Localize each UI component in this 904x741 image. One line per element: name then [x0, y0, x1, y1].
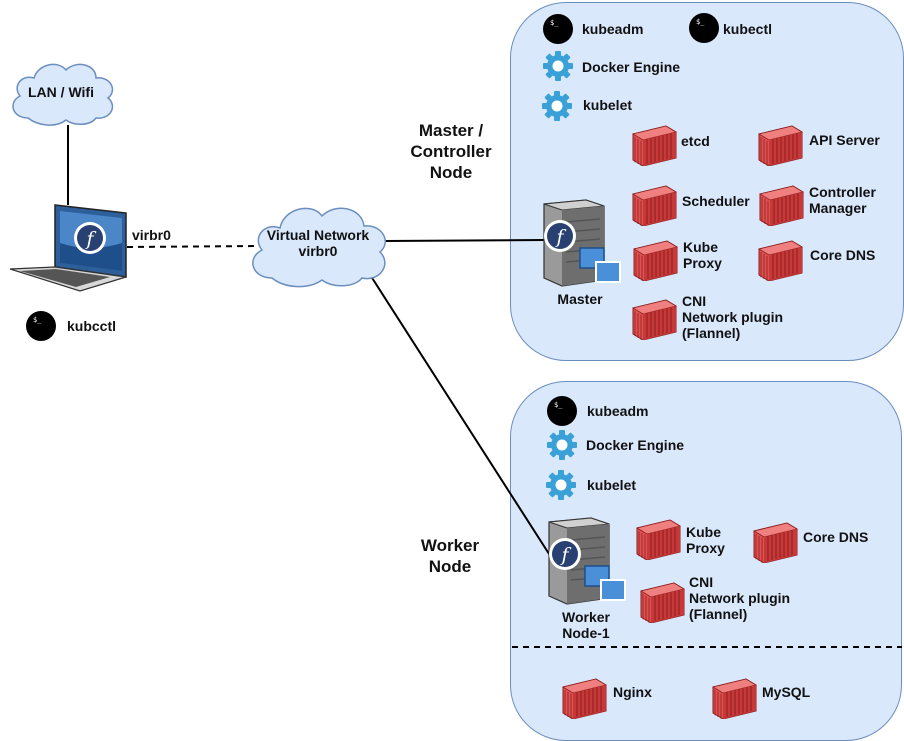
api-server-label: API Server	[809, 132, 880, 148]
svg-text:f: f	[559, 544, 571, 566]
api-server-container-icon	[757, 125, 804, 166]
worker-node-title: Worker Node	[420, 536, 480, 576]
svg-text:f: f	[84, 228, 96, 250]
master-core-dns-label: Core DNS	[810, 247, 876, 263]
mysql-container-icon	[711, 678, 758, 719]
nginx-label: Nginx	[613, 684, 652, 700]
worker-core-dns-label: Core DNS	[803, 529, 869, 545]
worker-docker-engine-gear-icon	[547, 430, 577, 460]
laptop-tool-label: kubcctl	[67, 318, 117, 334]
scheduler-container-icon	[631, 185, 678, 226]
worker-kubelet-gear-icon	[546, 470, 576, 500]
laptop-link-label: virbr0	[132, 227, 171, 243]
worker-kube-proxy-label: Kube Proxy	[686, 524, 725, 556]
worker-server-label: Worker Node-1	[562, 609, 610, 641]
master-kube-proxy-label: Kube Proxy	[683, 239, 722, 271]
controller-manager-container-icon	[758, 185, 805, 226]
etcd-label: etcd	[681, 133, 710, 149]
master-server-icon: f	[543, 199, 621, 287]
controller-manager-label: Controller Manager	[809, 184, 876, 216]
laptop-terminal-icon: $_	[26, 311, 56, 341]
vnet-worker-link	[366, 269, 552, 558]
docker-engine-gear-icon	[543, 51, 573, 81]
nginx-container-icon	[561, 678, 608, 719]
laptop-vnet-link	[126, 245, 263, 248]
master-core-dns-container-icon	[757, 240, 804, 281]
kubectl-terminal-icon: $_	[689, 13, 719, 43]
master-tool-kubectl: kubectl	[723, 21, 773, 37]
kubeadm-terminal-icon: $_	[543, 14, 573, 44]
master-tool-kubeadm: kubeadm	[582, 21, 644, 37]
master-server-label: Master	[557, 291, 603, 307]
worker-tool-docker-engine: Docker Engine	[586, 437, 685, 453]
lan-cloud-icon	[12, 63, 114, 126]
worker-server-icon: f	[548, 517, 626, 605]
scheduler-label: Scheduler	[682, 193, 750, 209]
worker-core-dns-container-icon	[752, 522, 799, 563]
etcd-container-icon	[631, 125, 678, 166]
worker-tool-kubelet: kubelet	[587, 477, 637, 493]
master-cni-container-icon	[631, 299, 678, 340]
worker-cni-label: CNI Network plugin (Flannel)	[689, 574, 791, 622]
kubelet-gear-icon	[542, 91, 572, 121]
master-tool-docker-engine: Docker Engine	[582, 59, 681, 75]
virtual-network-label: Virtual Network virbr0	[266, 227, 370, 259]
virtual-network-cloud-icon	[252, 207, 386, 288]
master-kube-proxy-container-icon	[632, 240, 679, 281]
worker-kubeadm-terminal-icon: $_	[547, 396, 577, 426]
vnet-master-link	[383, 239, 546, 242]
worker-tool-kubeadm: kubeadm	[587, 403, 649, 419]
master-tool-kubelet: kubelet	[583, 97, 633, 113]
svg-text:f: f	[554, 226, 566, 248]
master-node-title: Master / Controller Node	[410, 121, 492, 182]
worker-kube-proxy-container-icon	[635, 519, 682, 560]
laptop-icon: f	[10, 204, 127, 292]
master-node-panel	[510, 2, 904, 361]
lan-cloud-label: LAN / Wifi	[28, 84, 94, 100]
worker-cni-container-icon	[639, 582, 686, 623]
mysql-label: MySQL	[762, 684, 811, 700]
master-cni-label: CNI Network plugin (Flannel)	[682, 293, 784, 341]
